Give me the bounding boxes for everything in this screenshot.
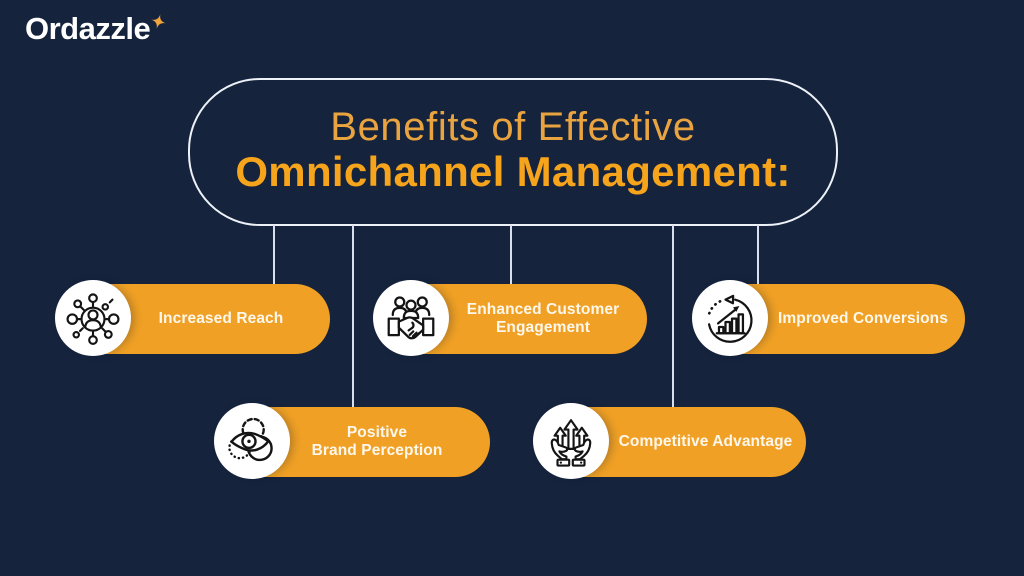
benefit-badge-brand-perception [214,403,290,479]
benefit-label: Improved Conversions [778,310,948,327]
benefit-badge-increased-reach [55,280,131,356]
benefit-badge-improved-conversions [692,280,768,356]
sparkle-star-icon [151,14,166,29]
benefit-badge-competitive-advantage [533,403,609,479]
benefit-label: Enhanced Customer Engagement [466,301,620,336]
title-box: Benefits of Effective Omnichannel Manage… [188,78,838,226]
connector-customer-engagement [510,225,512,285]
network-reach-icon [66,293,120,345]
connector-brand-perception [352,225,354,408]
logo: Ordazzle [25,11,166,47]
connector-improved-conversions [757,225,759,285]
hands-arrows-icon [550,419,592,467]
benefit-label: Positive Brand Perception [311,424,443,459]
growth-chart-icon [707,294,753,343]
logo-text: Ordazzle [25,11,151,46]
benefit-label: Competitive Advantage [618,433,793,450]
title-line-1: Benefits of Effective [330,105,696,149]
connector-increased-reach [273,225,275,285]
title-line-2: Omnichannel Management: [235,148,791,195]
brand-eye-icon [228,417,273,462]
benefit-badge-customer-engagement [373,280,449,356]
benefit-label: Increased Reach [158,310,284,327]
connector-competitive-advantage [672,225,674,408]
team-handshake-icon [387,296,435,340]
